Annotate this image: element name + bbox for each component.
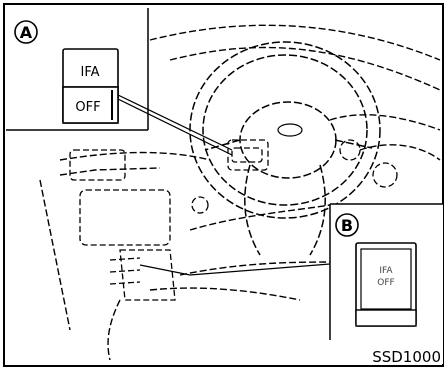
indicator-b-bottom-label: OFF bbox=[377, 278, 394, 288]
indicator-b-top-label: IFA bbox=[379, 266, 393, 276]
indicator-a-bottom-label: OFF bbox=[75, 100, 100, 115]
figure-code: SSD1000 bbox=[372, 348, 441, 366]
indicator-a-top-label: IFA bbox=[80, 65, 99, 80]
callout-a: A bbox=[20, 23, 33, 42]
callout-b: B bbox=[341, 216, 353, 235]
